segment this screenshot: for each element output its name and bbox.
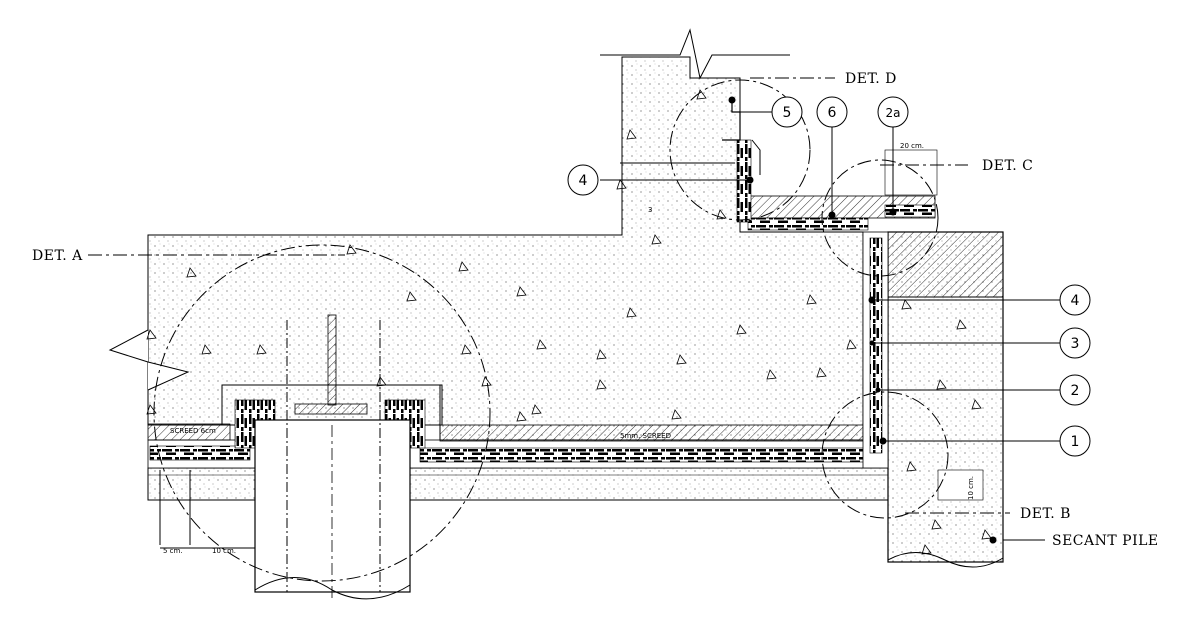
callout-6-text: 6 — [828, 105, 837, 121]
det-a-circle — [153, 244, 491, 582]
screed-left-label: SCREED 6cm — [170, 427, 216, 435]
callout-2 — [1059, 374, 1091, 406]
callout-5 — [771, 96, 803, 128]
callout-4-right-text: 4 — [1071, 293, 1080, 309]
callout-bubbles — [567, 96, 1091, 457]
det-d-circle — [669, 79, 811, 221]
det-b-circle — [821, 391, 949, 519]
secant-pile-label: SECANT PILE — [1052, 533, 1159, 549]
callout-4-left — [567, 164, 599, 196]
pile — [254, 320, 411, 600]
callout-1 — [1059, 425, 1091, 457]
dim-10cm-right: 10 cm. — [967, 476, 975, 500]
screed-label: 5mm. SCREED — [620, 432, 671, 440]
dim-20cm: 20 cm. — [900, 142, 924, 150]
leader-lines — [88, 77, 1060, 549]
det-c-label: DET. C — [982, 158, 1033, 174]
det-b-label: DET. B — [1020, 506, 1071, 522]
callout-2a-text: 2a — [886, 106, 901, 120]
dim-10cm-left: 10 cm. — [212, 547, 236, 555]
callout-1-text: 1 — [1071, 434, 1080, 450]
callout-2-text: 2 — [1071, 383, 1080, 399]
callout-6 — [816, 96, 848, 128]
callout-4-left-text: 4 — [579, 173, 588, 189]
det-a-label: DET. A — [32, 248, 83, 264]
callout-5-text: 5 — [783, 105, 792, 121]
callout-4-right — [1059, 284, 1091, 316]
det-d-label: DET. D — [845, 71, 897, 87]
callout-2a — [877, 96, 909, 128]
leader-dots — [728, 96, 997, 544]
dim-20cm-box — [884, 149, 938, 196]
wall-membrane — [862, 231, 889, 469]
callout-3 — [1059, 327, 1091, 359]
det-c-circle — [821, 159, 939, 277]
detail-circles — [153, 79, 949, 582]
callout-3-text: 3 — [1071, 336, 1080, 352]
dim-5cm: 5 cm. — [163, 547, 183, 555]
top-step-membrane — [722, 100, 936, 231]
note-3: 3 — [648, 206, 652, 214]
secant-pile-wall — [887, 231, 1004, 568]
